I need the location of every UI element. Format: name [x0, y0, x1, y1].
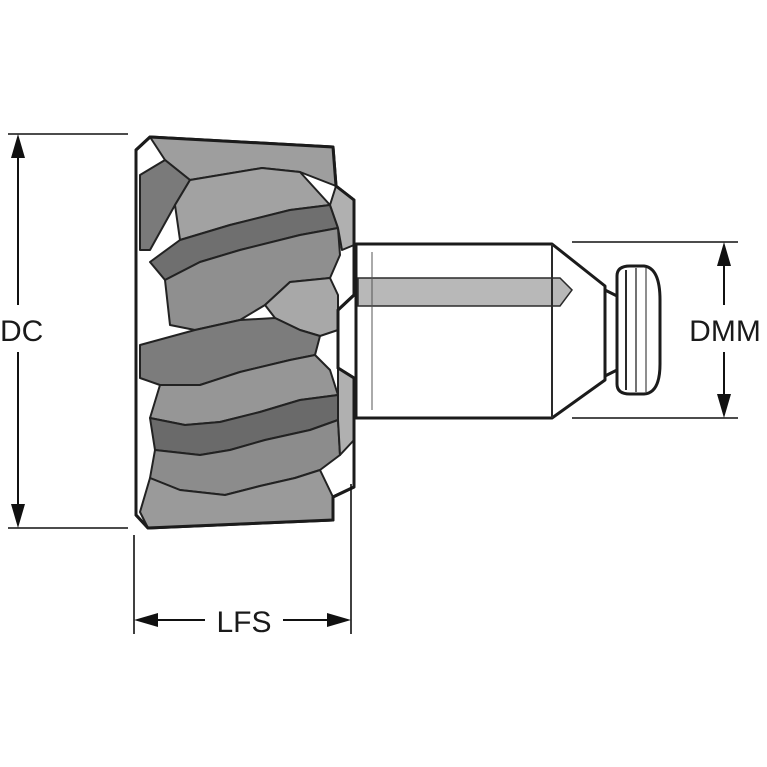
dmm-arrow-bottom: [717, 394, 731, 418]
lfs-label: LFS: [216, 606, 271, 639]
cutting-head: [134, 135, 356, 530]
lfs-arrow-right: [327, 613, 351, 627]
shank-neck: [603, 288, 619, 378]
dc-label: DC: [0, 315, 43, 348]
head-notch-lower: [337, 367, 355, 456]
dc-arrow-top: [11, 134, 25, 158]
flute-face-10: [139, 469, 334, 529]
shank-coupling: [615, 264, 662, 396]
dc-arrow-bottom: [11, 504, 25, 528]
dimension-dmm: DMM: [572, 241, 761, 419]
shank-highlight: [357, 277, 573, 307]
dimension-dc: DC: [0, 133, 128, 529]
shank-body: [354, 242, 607, 420]
dmm-label: DMM: [689, 315, 761, 348]
dimension-lfs: LFS: [133, 484, 352, 639]
lfs-arrow-left: [134, 613, 158, 627]
dmm-arrow-top: [717, 242, 731, 266]
shank: [354, 242, 662, 420]
